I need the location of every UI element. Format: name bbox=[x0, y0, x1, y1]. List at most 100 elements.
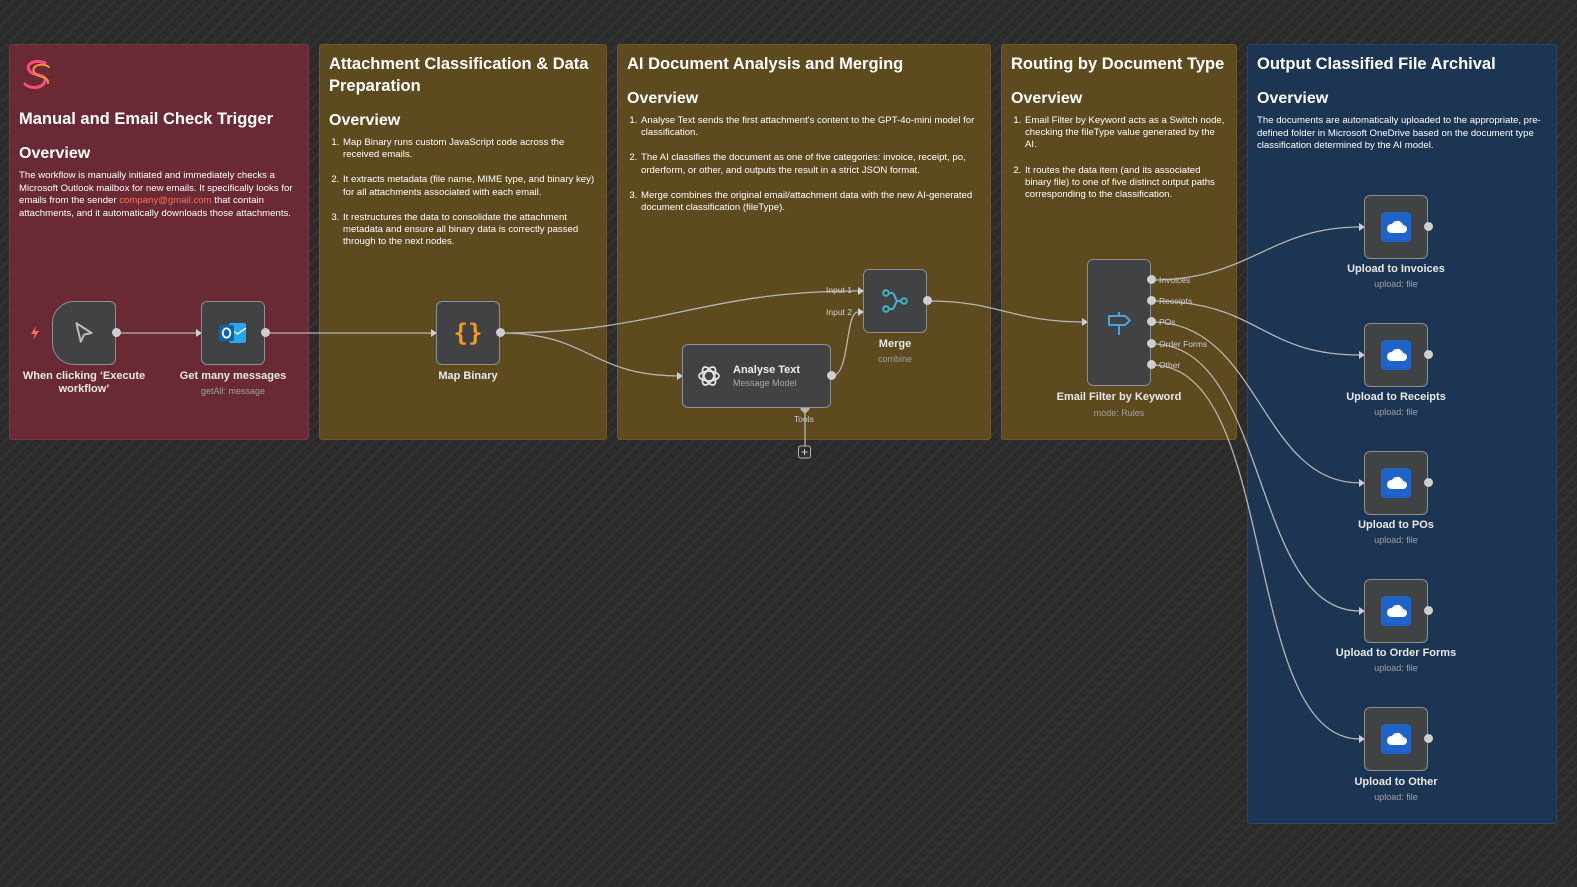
input-port[interactable] bbox=[1359, 351, 1365, 359]
onedrive-icon bbox=[1381, 340, 1411, 370]
node-subtitle: getAll: message bbox=[200, 386, 266, 396]
input-port[interactable] bbox=[1082, 318, 1088, 326]
list-item: It restructures the data to consolidate … bbox=[342, 212, 597, 249]
output-port-pos[interactable] bbox=[1147, 317, 1156, 326]
output-port[interactable] bbox=[1424, 222, 1433, 231]
output-port[interactable] bbox=[496, 328, 505, 337]
upload-order-forms-node[interactable] bbox=[1364, 579, 1428, 643]
note-title: Manual and Email Check Trigger bbox=[19, 110, 273, 128]
list-item: Analyse Text sends the first attachment'… bbox=[640, 115, 981, 139]
node-label: Get many messages bbox=[179, 370, 287, 382]
output-port-order-forms[interactable] bbox=[1147, 339, 1156, 348]
switch-node[interactable] bbox=[1087, 259, 1151, 386]
output-port[interactable] bbox=[1424, 478, 1433, 487]
input-port[interactable] bbox=[431, 329, 437, 337]
node-subtitle: upload: file bbox=[1374, 792, 1418, 802]
node-text: Analyse Text Message Model bbox=[733, 364, 800, 388]
onedrive-icon bbox=[1381, 468, 1411, 498]
upload-receipts-node[interactable] bbox=[1364, 323, 1428, 387]
input-port[interactable] bbox=[1359, 607, 1365, 615]
input-port-1[interactable] bbox=[858, 287, 864, 295]
upload-pos-node[interactable] bbox=[1364, 451, 1428, 515]
output-label-receipts: Receipts bbox=[1159, 296, 1193, 306]
input-port[interactable] bbox=[1359, 479, 1365, 487]
upload-other-node[interactable] bbox=[1364, 707, 1428, 771]
list-item: It routes the data item (and its associa… bbox=[1024, 165, 1227, 202]
node-subtitle: Message Model bbox=[733, 378, 797, 388]
list-item: It extracts metadata (file name, MIME ty… bbox=[342, 174, 597, 198]
node-subtitle: upload: file bbox=[1374, 663, 1418, 673]
manual-trigger-node[interactable] bbox=[52, 301, 116, 365]
node-label: When clicking ‘Execute workflow’ bbox=[22, 370, 146, 395]
input-1-label: Input 1 bbox=[826, 285, 852, 295]
note-heading: Overview bbox=[19, 145, 91, 162]
input-2-label: Input 2 bbox=[826, 307, 852, 317]
bolt-icon bbox=[31, 326, 39, 340]
signpost-icon bbox=[1108, 311, 1131, 335]
merge-node[interactable] bbox=[863, 269, 927, 333]
note-classification[interactable]: Attachment Classification & Data Prepara… bbox=[319, 44, 607, 440]
node-subtitle: upload: file bbox=[1374, 279, 1418, 289]
output-port-other[interactable] bbox=[1147, 360, 1156, 369]
node-subtitle: mode: Rules bbox=[1093, 408, 1145, 418]
input-port-2[interactable] bbox=[858, 308, 864, 316]
note-title: Routing by Document Type bbox=[1011, 55, 1225, 73]
note-text: The workflow is manually initiated and i… bbox=[19, 170, 293, 219]
node-label: Merge bbox=[878, 338, 912, 350]
workflow-logo-icon bbox=[23, 59, 50, 89]
note-heading: Overview bbox=[1257, 90, 1329, 107]
merge-icon bbox=[882, 289, 908, 313]
node-label: Upload to Order Forms bbox=[1335, 647, 1457, 659]
note-list: Analyse Text sends the first attachment'… bbox=[627, 115, 981, 214]
tools-label: Tools bbox=[794, 414, 814, 424]
output-port[interactable] bbox=[1424, 734, 1433, 743]
node-label: Upload to Invoices bbox=[1347, 263, 1445, 275]
output-port[interactable] bbox=[261, 328, 270, 337]
output-port[interactable] bbox=[827, 371, 836, 380]
node-label: Map Binary bbox=[438, 370, 498, 382]
openai-icon bbox=[698, 366, 720, 386]
output-label-invoices: Invoices bbox=[1159, 275, 1191, 285]
node-label: Upload to Receipts bbox=[1346, 391, 1446, 403]
outlook-icon bbox=[219, 323, 247, 343]
output-port[interactable] bbox=[1424, 606, 1433, 615]
node-subtitle: combine bbox=[877, 354, 913, 364]
note-title: Attachment Classification & Data Prepara… bbox=[329, 55, 589, 95]
output-port[interactable] bbox=[112, 328, 121, 337]
list-item: Email Filter by Keyword acts as a Switch… bbox=[1024, 115, 1227, 152]
node-subtitle: upload: file bbox=[1374, 407, 1418, 417]
node-label: Analyse Text bbox=[733, 364, 801, 376]
map-binary-node[interactable]: {} bbox=[436, 301, 500, 365]
outlook-node[interactable] bbox=[201, 301, 265, 365]
note-title: AI Document Analysis and Merging bbox=[627, 55, 904, 73]
input-port[interactable] bbox=[1359, 735, 1365, 743]
note-list: Map Binary runs custom JavaScript code a… bbox=[329, 137, 597, 248]
note-heading: Overview bbox=[1011, 90, 1083, 107]
note-list: Email Filter by Keyword acts as a Switch… bbox=[1011, 115, 1227, 201]
output-label-pos: POs bbox=[1159, 317, 1176, 327]
upload-invoices-node[interactable] bbox=[1364, 195, 1428, 259]
input-port[interactable] bbox=[677, 372, 683, 380]
note-heading: Overview bbox=[329, 112, 401, 129]
list-item: Merge combines the original email/attach… bbox=[640, 190, 981, 214]
add-tool-button bbox=[798, 445, 811, 459]
note-trigger[interactable]: Manual and Email Check Trigger Overview … bbox=[9, 44, 309, 440]
email-link[interactable]: company@gmail.com bbox=[119, 195, 212, 207]
analyse-text-node[interactable]: Analyse Text Message Model bbox=[682, 344, 831, 408]
input-port[interactable] bbox=[1359, 223, 1365, 231]
output-port[interactable] bbox=[1424, 350, 1433, 359]
onedrive-icon bbox=[1381, 212, 1411, 242]
node-label: Email Filter by Keyword bbox=[1056, 391, 1182, 403]
input-port[interactable] bbox=[196, 329, 202, 337]
output-label-other: Other bbox=[1159, 360, 1181, 370]
cursor-icon bbox=[75, 322, 93, 343]
output-port[interactable] bbox=[923, 296, 932, 305]
output-port-receipts[interactable] bbox=[1147, 296, 1156, 305]
output-port-invoices[interactable] bbox=[1147, 275, 1156, 284]
list-item: The AI classifies the document as one of… bbox=[640, 152, 981, 176]
note-text: The documents are automatically uploaded… bbox=[1257, 115, 1541, 152]
output-label-order-forms: Order Forms bbox=[1159, 339, 1208, 349]
node-label: Upload to Other bbox=[1354, 776, 1438, 788]
code-braces-icon: {} bbox=[453, 319, 483, 347]
node-subtitle: upload: file bbox=[1374, 535, 1418, 545]
